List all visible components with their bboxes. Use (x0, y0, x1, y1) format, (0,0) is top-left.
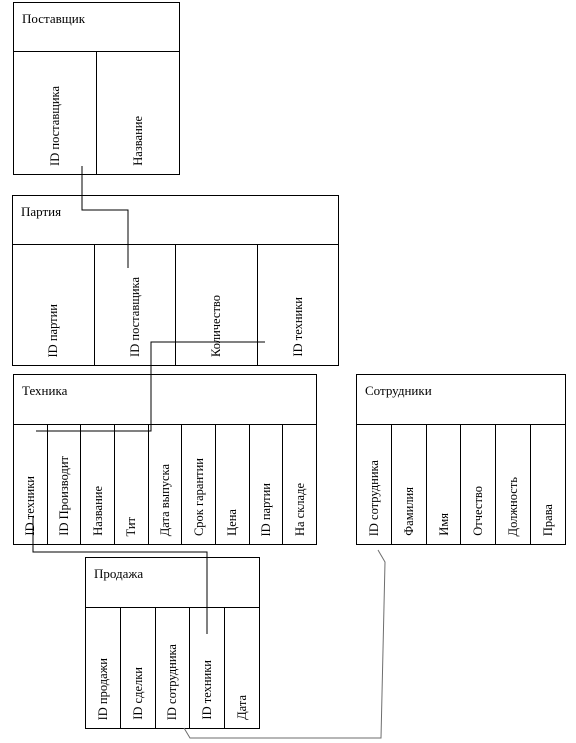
column-cell: Цена (216, 425, 250, 544)
column-cell: ID партии (13, 245, 95, 365)
column-label: ID продажи (95, 657, 110, 720)
column-label: ID сделки (130, 667, 145, 720)
table-equipment: Техника ID техники ID Производит Названи… (13, 374, 317, 545)
column-label: ID сотрудника (366, 459, 381, 536)
column-label: ID партии (46, 303, 60, 357)
table-batch: Партия ID партии ID поставщика Количеств… (12, 195, 339, 366)
column-cell: ID техники (258, 245, 339, 365)
column-cell: На складе (283, 425, 316, 544)
table-equipment-header: Техника (14, 375, 316, 425)
column-cell: ID поставщика (14, 52, 97, 174)
column-cell: ID поставщика (95, 245, 176, 365)
column-label: ID партии (258, 482, 273, 536)
table-equipment-columns: ID техники ID Производит Название Тит Да… (14, 425, 316, 544)
column-label: Имя (436, 513, 451, 536)
column-label: Название (90, 486, 105, 536)
column-cell: Название (81, 425, 116, 544)
column-cell: Дата выпуска (149, 425, 183, 544)
column-label: Отчество (471, 486, 486, 536)
column-cell: ID сотрудника (357, 425, 392, 544)
column-label: Дата выпуска (157, 463, 172, 536)
column-cell: ID техники (190, 608, 226, 728)
table-supplier-title: Поставщик (22, 11, 86, 26)
table-employees-title: Сотрудники (365, 383, 432, 398)
column-cell: Срок гарантии (182, 425, 217, 544)
column-cell: Количество (176, 245, 258, 365)
column-cell: Дата (225, 608, 259, 728)
column-label: ID поставщика (47, 86, 62, 166)
column-label: ID сотрудника (165, 643, 180, 720)
column-label: На складе (292, 482, 307, 536)
table-employees-header: Сотрудники (357, 375, 565, 425)
table-batch-columns: ID партии ID поставщика Количество ID те… (13, 245, 338, 365)
table-supplier: Поставщик ID поставщика Название (13, 2, 180, 175)
column-label: Фамилия (401, 487, 416, 536)
table-supplier-header: Поставщик (14, 3, 179, 52)
table-supplier-columns: ID поставщика Название (14, 52, 179, 174)
column-label: ID техники (290, 297, 305, 357)
table-sales: Продажа ID продажи ID сделки ID сотрудни… (85, 557, 260, 729)
column-cell: Должность (496, 425, 532, 544)
column-label: Тит (124, 516, 139, 536)
column-cell: ID продажи (86, 608, 121, 728)
column-label: ID техники (200, 660, 215, 720)
table-employees-columns: ID сотрудника Фамилия Имя Отчество Должн… (357, 425, 565, 544)
column-cell: Права (531, 425, 565, 544)
column-cell: ID техники (14, 425, 48, 544)
table-sales-header: Продажа (86, 558, 259, 608)
column-label: Должность (505, 476, 520, 536)
column-label: ID поставщика (127, 277, 142, 357)
column-label: ID техники (23, 476, 38, 536)
column-label: Цена (225, 509, 240, 536)
column-cell: Фамилия (392, 425, 427, 544)
column-cell: Название (97, 52, 179, 174)
column-label: ID Производит (56, 456, 71, 536)
column-cell: Имя (427, 425, 462, 544)
column-cell: Тит (115, 425, 149, 544)
column-cell: Отчество (461, 425, 497, 544)
table-sales-title: Продажа (94, 566, 144, 581)
table-sales-columns: ID продажи ID сделки ID сотрудника ID те… (86, 608, 259, 728)
column-label: Количество (209, 295, 223, 357)
column-label: Название (130, 116, 145, 166)
table-batch-header: Партия (13, 196, 338, 245)
column-cell: ID сотрудника (156, 608, 191, 728)
table-batch-title: Партия (21, 204, 62, 219)
column-label: Права (540, 503, 555, 536)
column-cell: ID сделки (121, 608, 156, 728)
column-label: Дата (234, 695, 249, 720)
column-label: Срок гарантии (191, 457, 206, 536)
table-equipment-title: Техника (22, 383, 68, 398)
column-cell: ID партии (250, 425, 284, 544)
column-cell: ID Производит (48, 425, 82, 544)
table-employees: Сотрудники ID сотрудника Фамилия Имя Отч… (356, 374, 566, 545)
